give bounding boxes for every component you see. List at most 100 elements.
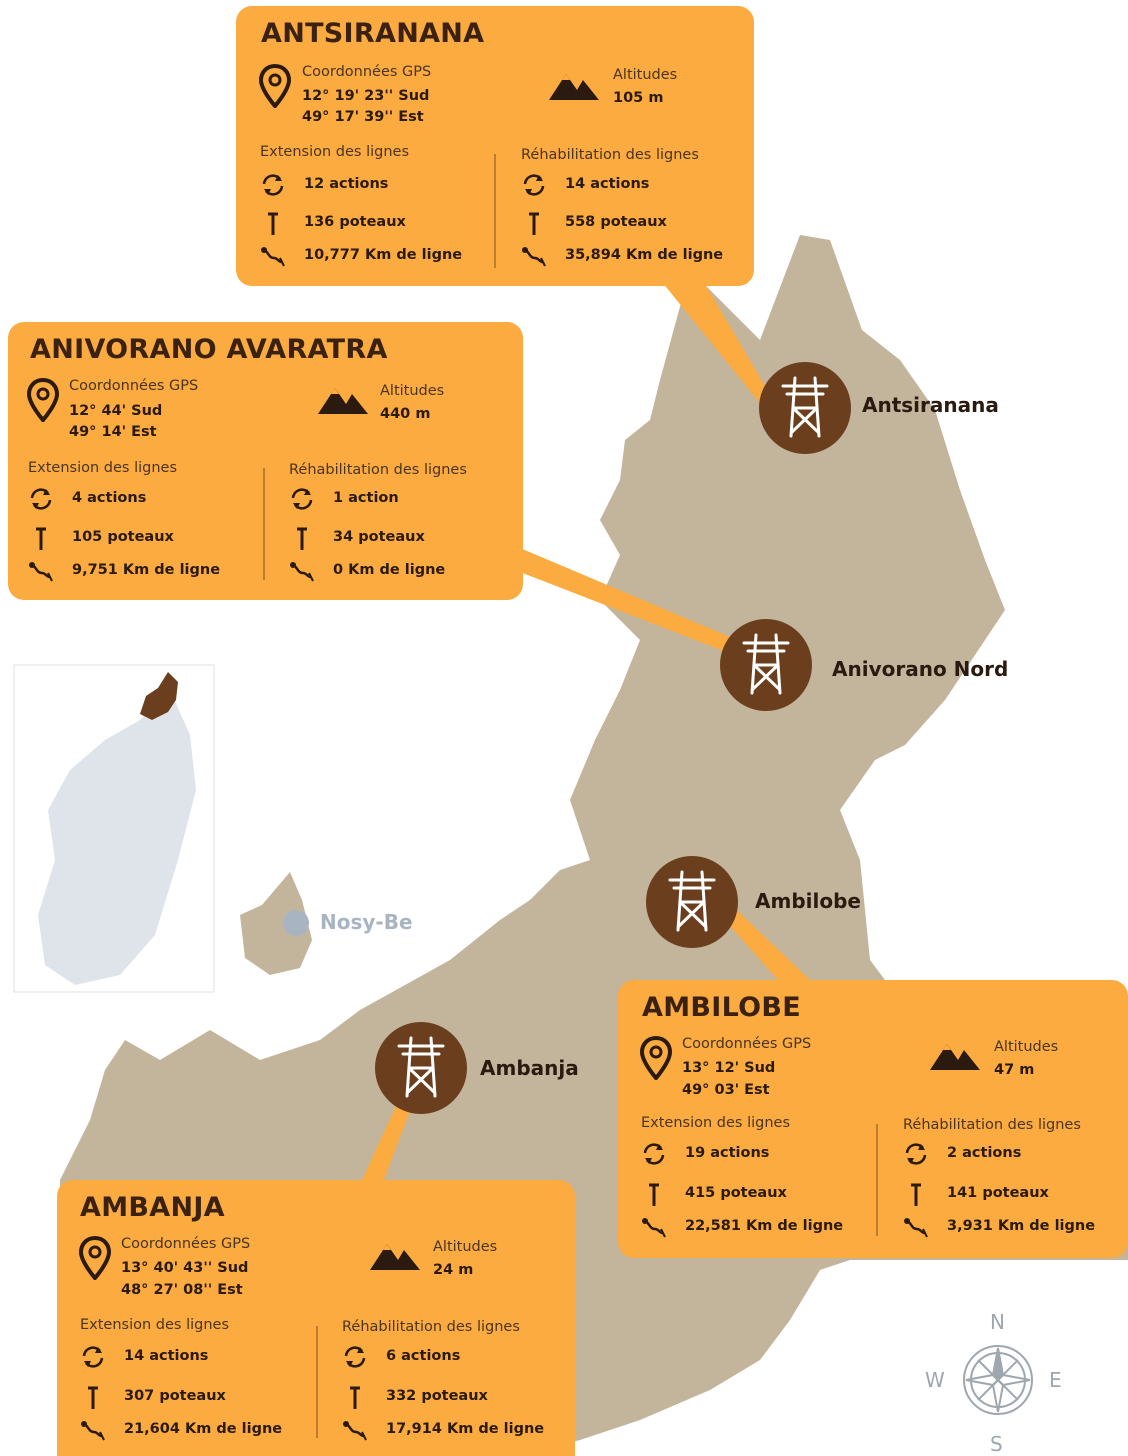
extension-label: Extension des lignes (641, 1115, 791, 1131)
rehab-label: Réhabilitation des lignes (289, 462, 467, 478)
info-card-anivorano-avaratra: ANIVORANO AVARATRA Coordonnées GPS 12° 4… (8, 322, 523, 600)
nosy-be-island (240, 872, 312, 975)
reh-poles-value: 34 poteaux (333, 529, 425, 545)
rehab-label: Réhabilitation des lignes (521, 147, 699, 163)
gps-label: Coordonnées GPS (121, 1236, 251, 1252)
cable-icon (290, 562, 314, 582)
gps-label: Coordonnées GPS (69, 378, 199, 394)
refresh-cycle-icon (82, 1346, 104, 1368)
nosy-be-dot (283, 910, 309, 936)
altitude-label: Altitudes (994, 1039, 1059, 1055)
reh-actions-value: 6 actions (386, 1348, 461, 1364)
gps-latitude: 13° 40' 43'' Sud (121, 1260, 249, 1276)
map-pin-icon (78, 1236, 112, 1280)
reh-poles-value: 332 poteaux (386, 1388, 488, 1404)
town-label-ambanja: Ambanja (480, 1056, 579, 1080)
gps-latitude: 12° 44' Sud (69, 403, 163, 419)
extension-label: Extension des lignes (80, 1317, 230, 1333)
mountain-icon (549, 74, 599, 100)
ext-poles-value: 307 poteaux (124, 1388, 226, 1404)
section-divider (316, 1326, 318, 1438)
compass-east-label: E (1049, 1368, 1062, 1392)
town-label-ambilobe: Ambilobe (755, 889, 861, 913)
altitude-value: 105 m (613, 90, 664, 106)
ext-km-value: 22,581 Km de ligne (685, 1218, 844, 1234)
gps-label: Coordonnées GPS (302, 64, 432, 80)
altitude-value: 47 m (994, 1062, 1035, 1078)
ext-actions-value: 14 actions (124, 1348, 209, 1364)
compass-rose-icon (963, 1345, 1033, 1415)
section-divider (263, 468, 265, 580)
cable-icon (522, 247, 546, 267)
marker-ambilobe[interactable] (646, 856, 738, 948)
reh-actions-value: 2 actions (947, 1145, 1022, 1161)
reh-km-value: 17,914 Km de ligne (386, 1421, 545, 1437)
pole-icon (649, 1183, 659, 1206)
refresh-cycle-icon (30, 488, 52, 510)
gps-longitude: 49° 14' Est (69, 424, 157, 440)
reh-km-value: 35,894 Km de ligne (565, 247, 724, 263)
card-title: AMBANJA (80, 1192, 225, 1223)
altitude-label: Altitudes (433, 1239, 498, 1255)
town-label-anivorano-nord: Anivorano Nord (832, 657, 1009, 681)
ext-poles-value: 136 poteaux (304, 214, 406, 230)
power-tower-icon (397, 1036, 445, 1098)
altitude-value: 440 m (380, 406, 431, 422)
connector-anivorano (520, 548, 756, 662)
card-title: AMBILOBE (642, 992, 802, 1023)
town-label-antsiranana: Antsiranana (862, 393, 999, 417)
reh-km-value: 3,931 Km de ligne (947, 1218, 1096, 1234)
connector-antsiranana (662, 282, 776, 408)
cable-icon (642, 1218, 666, 1238)
ext-poles-value: 105 poteaux (72, 529, 174, 545)
marker-antsiranana[interactable] (759, 362, 851, 454)
mountain-icon (370, 1244, 420, 1270)
compass-north-label: N (990, 1310, 1005, 1334)
refresh-cycle-icon (905, 1143, 927, 1165)
altitude-label: Altitudes (613, 67, 678, 83)
cable-icon (343, 1421, 367, 1441)
map-pin-icon (639, 1036, 673, 1080)
ext-km-value: 9,751 Km de ligne (72, 562, 221, 578)
mountain-icon (930, 1044, 980, 1070)
refresh-cycle-icon (344, 1346, 366, 1368)
map-pin-icon (258, 64, 292, 108)
map-pin-icon (26, 378, 60, 422)
refresh-cycle-icon (643, 1143, 665, 1165)
rehab-label: Réhabilitation des lignes (903, 1117, 1081, 1133)
marker-ambanja[interactable] (375, 1022, 467, 1114)
ext-poles-value: 415 poteaux (685, 1185, 787, 1201)
reh-actions-value: 14 actions (565, 176, 650, 192)
reh-poles-value: 141 poteaux (947, 1185, 1049, 1201)
power-tower-icon (668, 870, 716, 932)
card-title: ANIVORANO AVARATRA (30, 334, 388, 365)
cable-icon (81, 1421, 105, 1441)
pole-icon (350, 1386, 360, 1409)
compass-west-label: W (925, 1368, 945, 1392)
mountain-icon (318, 388, 368, 414)
pole-icon (297, 527, 307, 550)
pole-icon (88, 1386, 98, 1409)
inset-highlight-region (140, 672, 178, 720)
ext-km-value: 10,777 Km de ligne (304, 247, 463, 263)
extension-label: Extension des lignes (260, 144, 410, 160)
ext-actions-value: 4 actions (72, 490, 147, 506)
ext-actions-value: 19 actions (685, 1145, 770, 1161)
gps-label: Coordonnées GPS (682, 1036, 812, 1052)
marker-anivorano-nord[interactable] (720, 619, 812, 711)
pole-icon (911, 1183, 921, 1206)
gps-longitude: 48° 27' 08'' Est (121, 1282, 243, 1298)
refresh-cycle-icon (523, 174, 545, 196)
pole-icon (529, 212, 539, 235)
pole-icon (36, 527, 46, 550)
altitude-value: 24 m (433, 1262, 474, 1278)
info-card-ambanja: AMBANJA Coordonnées GPS 13° 40' 43'' Sud… (57, 1180, 575, 1456)
gps-longitude: 49° 17' 39'' Est (302, 109, 424, 125)
extension-label: Extension des lignes (28, 460, 178, 476)
reh-actions-value: 1 action (333, 490, 399, 506)
altitude-label: Altitudes (380, 383, 445, 399)
refresh-cycle-icon (291, 488, 313, 510)
card-title: ANTSIRANANA (261, 18, 485, 49)
rehab-label: Réhabilitation des lignes (342, 1319, 520, 1335)
power-tower-icon (781, 376, 829, 438)
